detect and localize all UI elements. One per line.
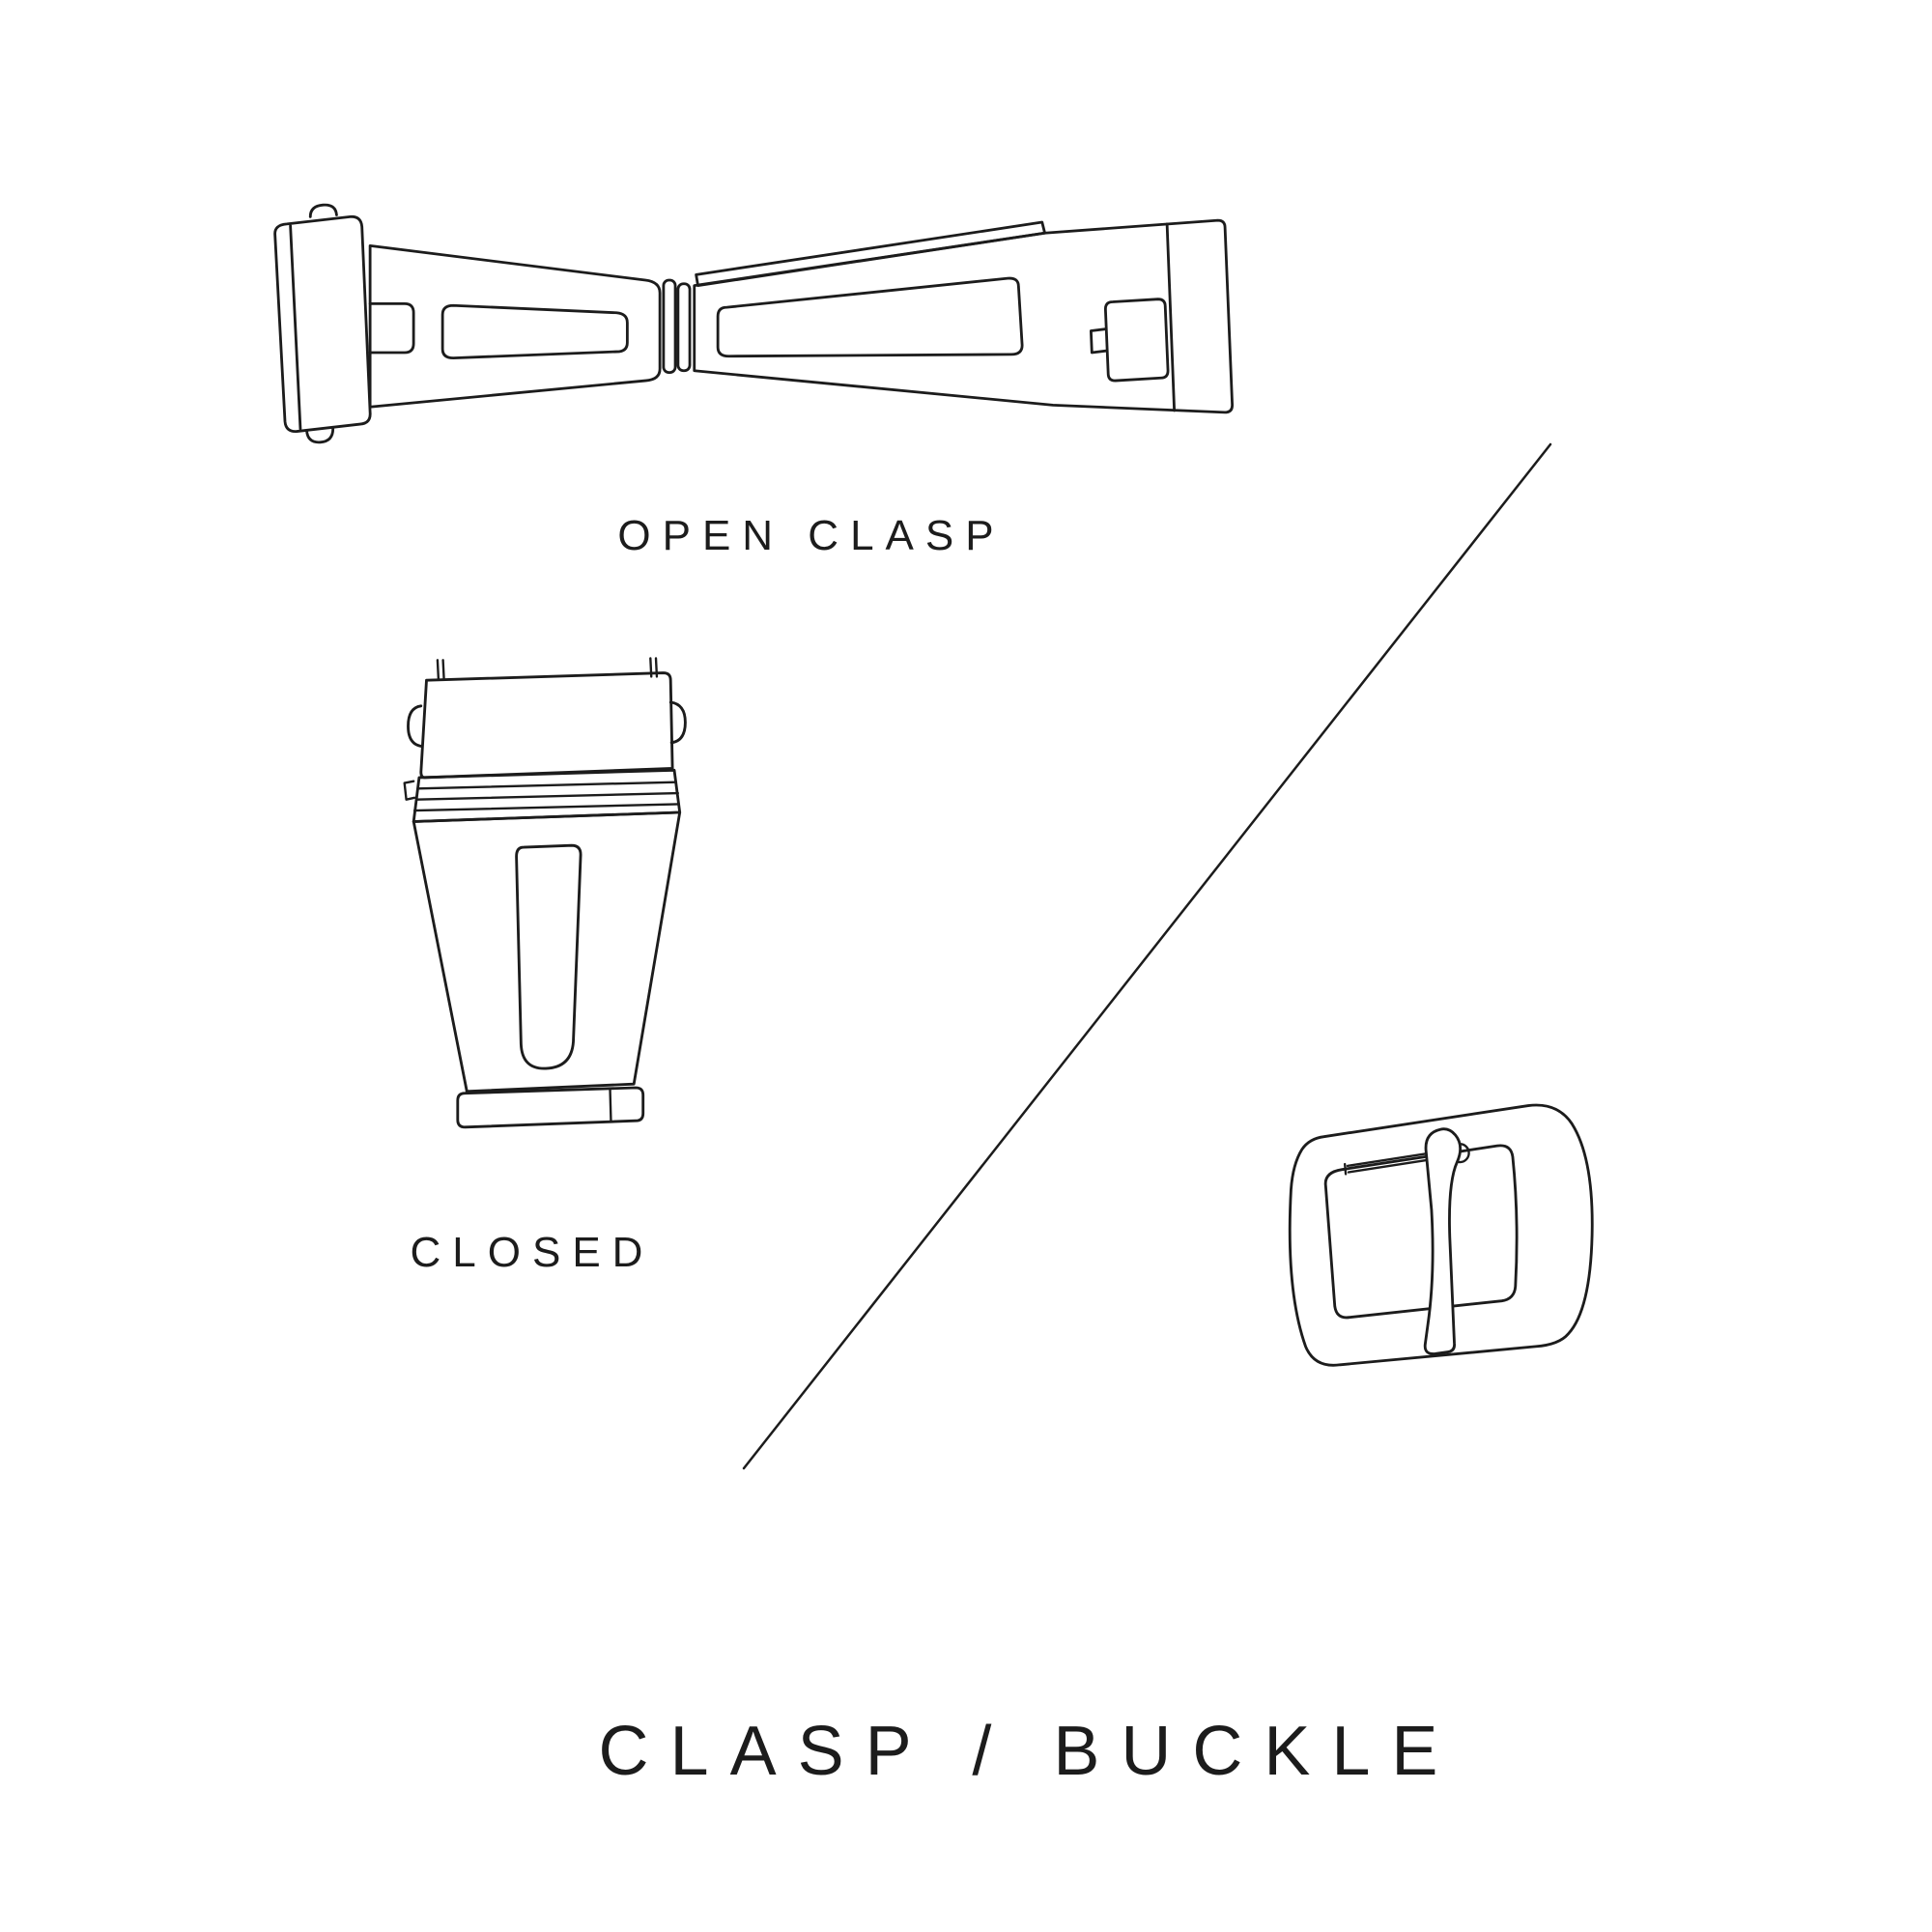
- tang-buckle-illustration: [1288, 1103, 1594, 1367]
- open-clasp-label: OPEN CLASP: [617, 512, 1006, 559]
- closed-clasp-body-icon: [403, 657, 687, 1129]
- page-title: CLASP / BUCKLE: [598, 1713, 1460, 1790]
- buckle-frame-icon: [1288, 1103, 1594, 1367]
- closed-clasp-illustration: [403, 657, 687, 1129]
- diagonal-divider-line: [742, 442, 1552, 1470]
- open-clasp-right-blade-icon: [693, 218, 1235, 414]
- open-clasp-hinge-icon: [662, 278, 692, 375]
- closed-clasp-label: CLOSED: [410, 1229, 655, 1276]
- open-clasp-left-blade-icon: [368, 243, 662, 409]
- open-clasp-illustration: [273, 203, 1235, 444]
- open-clasp-left-link-icon: [273, 203, 372, 444]
- buckle-prong-icon: [1423, 1127, 1463, 1355]
